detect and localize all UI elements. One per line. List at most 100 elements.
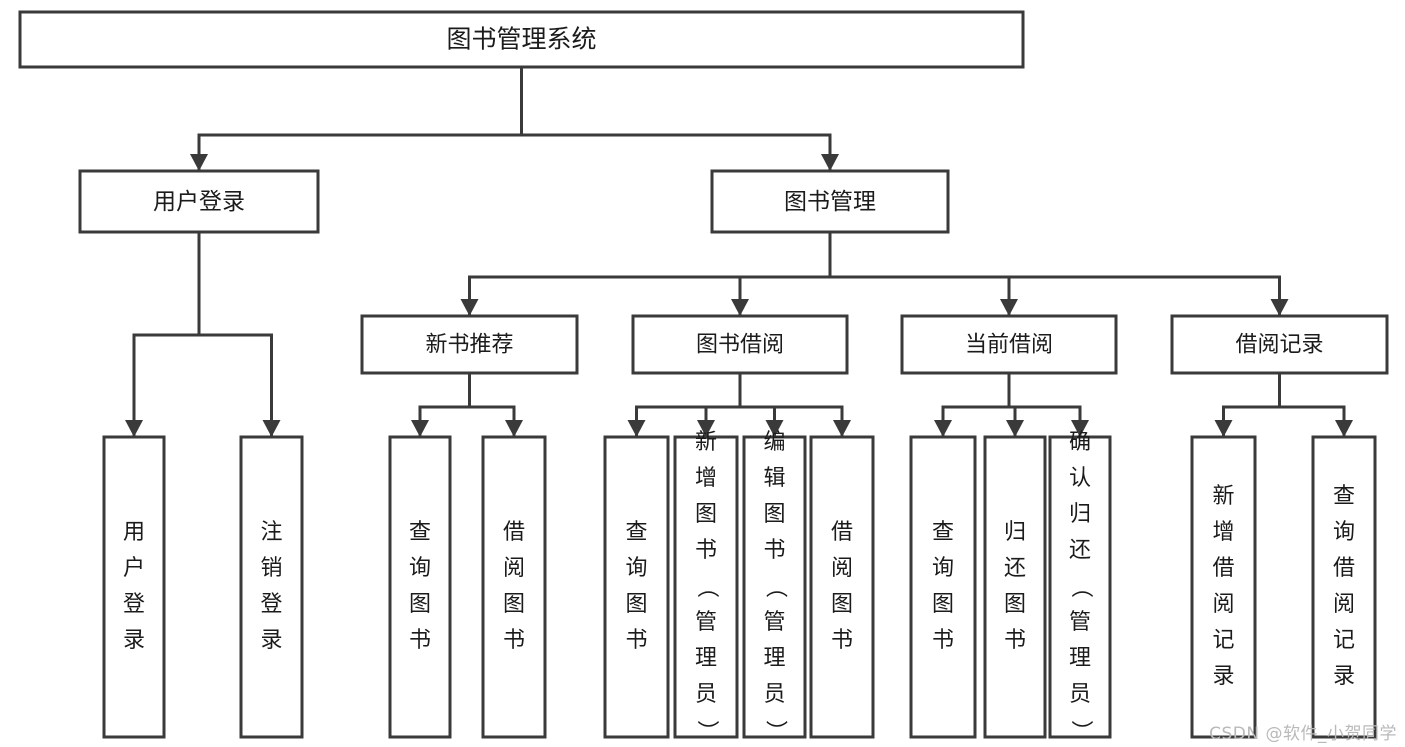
svg-text:录: 录 (260, 628, 282, 653)
node-leaf-edit-book-box[interactable] (742, 435, 807, 739)
svg-text:登: 登 (123, 592, 145, 617)
node-leaf-query-book-1-box[interactable] (388, 435, 452, 739)
svg-text:登: 登 (260, 592, 282, 617)
node-leaf-logout-login-box[interactable] (239, 435, 304, 739)
svg-text:还: 还 (1069, 538, 1091, 563)
node-leaf-borrow-book-2-box[interactable] (809, 435, 875, 739)
node-book-borrow-label: 图书借阅 (696, 333, 784, 358)
svg-text:查: 查 (409, 520, 431, 545)
arrow-head-icon (697, 420, 715, 437)
node-leaf-user-login-box[interactable] (102, 435, 166, 739)
svg-text:书: 书 (831, 628, 853, 653)
svg-text:归: 归 (1004, 520, 1026, 545)
node-book-manage-box[interactable] (710, 169, 950, 234)
arrow-head-icon (821, 154, 839, 171)
svg-text:（: （ (763, 576, 788, 598)
arrow-head-icon (262, 420, 281, 437)
arrow-head-icon (731, 299, 749, 316)
node-leaf-add-book-box[interactable] (673, 435, 739, 739)
svg-text:借: 借 (503, 520, 525, 545)
svg-text:书: 书 (763, 538, 785, 563)
svg-text:图: 图 (409, 592, 431, 617)
arrow-head-icon (1006, 420, 1024, 437)
svg-text:书: 书 (409, 628, 431, 653)
svg-text:员: 员 (695, 682, 717, 707)
svg-text:阅: 阅 (1333, 592, 1355, 617)
svg-text:确: 确 (1069, 430, 1091, 455)
arrow-head-icon (411, 420, 429, 437)
node-borrow-record-label: 借阅记录 (1235, 333, 1323, 358)
svg-text:图: 图 (503, 592, 525, 617)
svg-text:询: 询 (1333, 520, 1355, 545)
svg-text:）: ） (1068, 720, 1093, 742)
node-leaf-borrow-book-1-box[interactable] (481, 435, 547, 739)
svg-text:管: 管 (695, 610, 717, 635)
node-leaf-query-record-box[interactable] (1311, 435, 1377, 739)
svg-text:询: 询 (932, 556, 954, 581)
svg-text:员: 员 (763, 682, 785, 707)
node-user-login-box[interactable] (78, 169, 320, 234)
svg-text:认: 认 (1069, 466, 1091, 491)
svg-text:查: 查 (1333, 484, 1355, 509)
arrow-head-icon (460, 299, 479, 316)
svg-text:还: 还 (1004, 556, 1026, 581)
arrow-head-icon (1000, 299, 1018, 316)
svg-text:（: （ (1068, 576, 1093, 598)
svg-text:阅: 阅 (503, 556, 525, 581)
svg-text:增: 增 (695, 466, 717, 491)
connector-layer (125, 65, 1353, 439)
svg-text:借: 借 (831, 520, 853, 545)
svg-text:书: 书 (932, 628, 954, 653)
svg-text:图: 图 (1004, 592, 1026, 617)
node-current-borrow-box[interactable] (900, 314, 1118, 375)
svg-text:阅: 阅 (1212, 592, 1234, 617)
arrow-head-icon (1270, 299, 1289, 316)
svg-text:图: 图 (763, 502, 785, 527)
svg-text:户: 户 (123, 556, 145, 581)
svg-text:录: 录 (123, 628, 145, 653)
node-new-book-recommend-box[interactable] (360, 314, 579, 375)
node-leaf-query-book-3-box[interactable] (909, 435, 977, 739)
svg-text:）: ） (694, 720, 719, 742)
svg-text:用: 用 (123, 520, 145, 545)
svg-text:新: 新 (695, 430, 717, 455)
svg-text:书: 书 (625, 628, 647, 653)
svg-text:录: 录 (1333, 664, 1355, 689)
svg-text:销: 销 (260, 556, 282, 581)
node-leaf-confirm-return-box[interactable] (1048, 435, 1112, 739)
node-root-box[interactable] (18, 10, 1025, 69)
svg-text:理: 理 (1069, 646, 1091, 671)
arrow-head-icon (1071, 420, 1089, 437)
svg-text:书: 书 (695, 538, 717, 563)
node-book-borrow-box[interactable] (631, 314, 849, 375)
svg-text:书: 书 (1004, 628, 1026, 653)
svg-text:图: 图 (695, 502, 717, 527)
node-leaf-query-book-2-box[interactable] (603, 435, 670, 739)
svg-text:记: 记 (1333, 628, 1355, 653)
node-user-login-label: 用户登录 (153, 189, 245, 215)
arrow-head-icon (1214, 420, 1233, 437)
svg-text:归: 归 (1069, 502, 1091, 527)
arrow-head-icon (125, 420, 143, 437)
svg-text:新: 新 (1212, 484, 1234, 509)
svg-text:查: 查 (625, 520, 647, 545)
svg-text:理: 理 (763, 646, 785, 671)
svg-text:书: 书 (503, 628, 525, 653)
svg-text:询: 询 (625, 556, 647, 581)
svg-text:录: 录 (1212, 664, 1234, 689)
node-leaf-add-record-box[interactable] (1190, 435, 1257, 739)
node-leaf-return-book-box[interactable] (983, 435, 1047, 739)
node-borrow-record-box[interactable] (1170, 314, 1389, 375)
arrow-head-icon (833, 420, 851, 437)
arrow-head-icon (627, 420, 646, 437)
svg-text:记: 记 (1212, 628, 1234, 653)
svg-text:（: （ (694, 576, 719, 598)
node-root-label: 图书管理系统 (446, 25, 596, 54)
